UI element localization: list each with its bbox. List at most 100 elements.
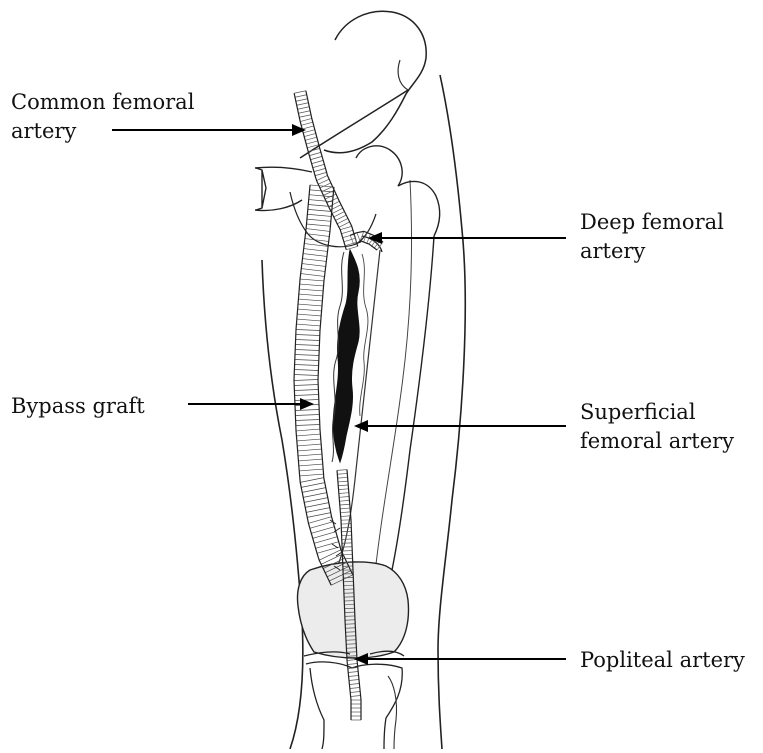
common-femoral-artery-rib [318, 179, 329, 184]
femoral-head [356, 146, 402, 186]
popliteal-artery-rib [347, 664, 357, 665]
popliteal-artery-rib [348, 668, 358, 669]
arrow-deep-femoral [368, 232, 566, 244]
popliteal-artery-rib [348, 672, 358, 673]
bypass-graft-rib [295, 400, 319, 401]
popliteal-artery-rib [350, 692, 360, 693]
greater-trochanter [398, 181, 440, 236]
label-deep-femoral-line1: Deep femoral [580, 208, 724, 237]
bypass-graft-rib [298, 449, 322, 451]
common-femoral-artery-rib [344, 238, 355, 241]
bypass-graft-rib [299, 294, 323, 296]
bypass-graft-rib [307, 214, 331, 216]
popliteal-artery-rib [339, 500, 349, 501]
popliteal-artery-rib [338, 481, 348, 482]
label-deep-femoral: Deep femoral artery [580, 208, 724, 266]
bypass-graft-rib [295, 415, 319, 416]
bypass-graft-rib [306, 508, 330, 513]
common-femoral-artery-rib [312, 160, 324, 163]
popliteal-artery-rib [347, 660, 357, 661]
bypass-graft-rib [301, 274, 325, 277]
bypass-graft-rib [295, 350, 319, 351]
bypass-graft-rib [295, 345, 319, 346]
label-bypass-graft: Bypass graft [11, 392, 145, 421]
bypass-graft-rib [295, 355, 319, 356]
bypass-graft-rib [307, 219, 331, 221]
label-bypass-graft-line1: Bypass graft [11, 392, 145, 421]
femur-shaft-lateral [392, 236, 434, 570]
popliteal-artery-rib [340, 508, 350, 509]
thigh-outline-left [262, 260, 303, 749]
popliteal-artery-rib [337, 473, 347, 474]
common-femoral-artery-rib [304, 133, 316, 136]
label-popliteal: Popliteal artery [580, 646, 745, 675]
popliteal-artery-rib [340, 504, 350, 505]
bypass-graft-rib [314, 537, 337, 544]
common-femoral-artery-rib [340, 226, 351, 229]
common-femoral-artery-rib [329, 201, 340, 206]
popliteal-artery-rib [339, 493, 349, 494]
common-femoral-artery-rib [341, 230, 352, 233]
pelvis-bone-inner [398, 60, 408, 90]
pelvis-bone [324, 11, 426, 153]
bypass-graft-rib [296, 425, 320, 426]
popliteal-artery-rib [338, 477, 348, 478]
common-femoral-artery-rib [294, 91, 306, 94]
bypass-graft-rib [295, 365, 319, 366]
common-femoral-artery-rib [300, 118, 312, 121]
popliteal-artery-rib [351, 696, 361, 697]
common-femoral-artery-rib [313, 164, 325, 167]
common-femoral-artery-rib [299, 115, 311, 118]
bypass-graft-rib [301, 269, 325, 272]
bypass-graft-rib [294, 375, 318, 376]
bypass-graft-rib [295, 360, 319, 361]
common-femoral-artery-rib [295, 95, 307, 98]
popliteal-artery-rib [337, 470, 347, 471]
common-femoral-artery-rib [311, 156, 323, 159]
label-common-femoral-line2: artery [11, 117, 194, 146]
bypass-graft-rib [299, 464, 323, 466]
bypass-graft-rib [296, 324, 320, 326]
bypass-graft-rib [297, 319, 321, 321]
popliteal-artery-rib [350, 688, 360, 689]
bypass-graft-rib [316, 542, 339, 549]
bypass-graft-rib [300, 478, 324, 483]
common-femoral-artery-rib [298, 107, 310, 110]
common-femoral-artery-rib [334, 212, 345, 217]
bypass-graft-rib [296, 335, 320, 336]
common-femoral-artery-rib [320, 183, 331, 188]
bypass-graft-rib [310, 522, 333, 529]
common-femoral-artery-rib [346, 246, 357, 249]
common-femoral-artery-rib [298, 111, 310, 114]
bypass-graft-rib [308, 517, 331, 524]
popliteal-artery-rib [341, 516, 351, 517]
common-femoral-artery-rib [305, 137, 317, 140]
common-femoral-artery-rib [314, 168, 326, 171]
bypass-graft-rib [296, 340, 320, 341]
bypass-graft-rib [305, 503, 329, 508]
bypass-graft-rib [308, 209, 332, 211]
label-popliteal-line1: Popliteal artery [580, 646, 745, 675]
bypass-graft-rib [311, 527, 334, 534]
common-femoral-artery-rib [335, 215, 346, 220]
bypass-graft-rib [303, 254, 327, 257]
common-femoral-artery-rib [337, 218, 348, 223]
bypass-graft-rib [298, 299, 322, 301]
collateral-vessel-2 [360, 254, 368, 416]
label-superficial-femoral-line2: femoral artery [580, 427, 734, 456]
label-superficial-femoral: Superficial femoral artery [580, 398, 734, 456]
inguinal-ligament [300, 90, 408, 158]
common-femoral-artery-rib [302, 126, 314, 129]
bypass-graft-rib [298, 309, 322, 311]
pubic-symphysis [256, 168, 266, 210]
bypass-graft-rib [294, 370, 318, 371]
popliteal-artery-rib [339, 497, 349, 498]
bypass-graft-rib [302, 259, 326, 262]
popliteal-artery-rib [349, 680, 359, 681]
bypass-graft-rib [296, 420, 320, 421]
bypass-graft-rib [309, 195, 333, 197]
common-femoral-artery-rib [296, 99, 308, 102]
bypass-graft-rib [294, 380, 318, 381]
bypass-graft-rib [304, 249, 328, 252]
